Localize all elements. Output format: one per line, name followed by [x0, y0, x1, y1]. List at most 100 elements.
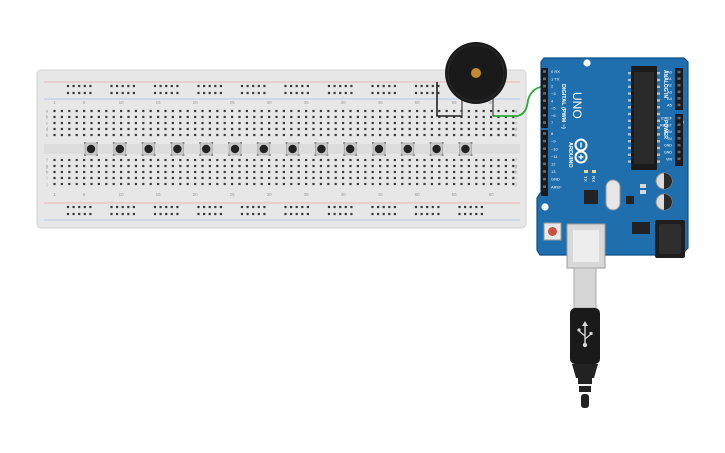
pushbutton[interactable] [429, 142, 444, 156]
signal-wire[interactable] [493, 85, 549, 117]
breadboard-hole [134, 170, 137, 174]
pushbutton[interactable] [199, 142, 214, 156]
digital-pin[interactable] [543, 84, 546, 88]
breadboard-hole [53, 109, 56, 113]
breadboard-hole [90, 121, 93, 125]
breadboard-hole [253, 115, 256, 119]
pushbutton[interactable] [228, 142, 242, 156]
breadboard-hole [497, 176, 500, 180]
row-letter-right: i [516, 176, 517, 181]
rail-hole [246, 212, 249, 216]
rail-hole [246, 205, 249, 209]
pushbutton-cap [202, 144, 211, 154]
rail-hole [170, 84, 173, 88]
digital-pin[interactable] [543, 139, 546, 143]
ground-wire[interactable] [436, 82, 462, 117]
row-letter-left: j [46, 182, 48, 187]
usb-cable[interactable] [570, 267, 600, 408]
pushbutton-leg [256, 154, 259, 156]
digital-pin[interactable] [543, 177, 546, 181]
breadboard-hole [356, 182, 359, 186]
pushbutton-leg [458, 142, 461, 144]
breadboard-hole [208, 182, 211, 186]
breadboard-hole [416, 115, 419, 119]
analog-pin[interactable] [677, 83, 681, 87]
digital-pin[interactable] [543, 99, 546, 102]
pushbutton[interactable] [372, 142, 386, 156]
breadboard-hole [275, 176, 278, 180]
pushbutton[interactable] [458, 142, 473, 156]
breadboard-hole [60, 121, 63, 125]
pushbutton-leg [124, 154, 127, 156]
digital-pin[interactable] [543, 132, 546, 135]
breadboard-hole [393, 164, 396, 168]
digital-pin[interactable] [543, 114, 546, 117]
breadboard-hole [142, 115, 145, 119]
digital-pin[interactable] [543, 77, 546, 81]
pushbutton[interactable] [285, 142, 300, 156]
breadboard-hole [97, 182, 100, 186]
breadboard-hole [371, 182, 374, 186]
breadboard-hole [512, 133, 515, 137]
breadboard-hole [157, 109, 160, 113]
pushbutton[interactable] [112, 142, 127, 156]
pushbutton[interactable] [400, 142, 415, 156]
pushbutton[interactable] [343, 142, 358, 156]
pushbutton[interactable] [141, 142, 156, 156]
digital-pin[interactable] [543, 70, 546, 73]
breadboard-hole [127, 115, 130, 119]
pushbutton-leg [372, 142, 374, 144]
power-pin[interactable] [677, 143, 681, 147]
breadboard-hole [305, 170, 308, 174]
analog-pin[interactable] [677, 103, 681, 107]
digital-pin[interactable] [543, 106, 546, 110]
digital-pin[interactable] [543, 170, 546, 173]
digital-pin[interactable] [543, 155, 546, 158]
pushbutton-leg [211, 142, 214, 144]
power-pin[interactable] [677, 130, 681, 133]
pushbutton[interactable] [84, 142, 98, 156]
analog-pin-label: A0 [667, 70, 673, 75]
digital-pin[interactable] [543, 92, 546, 95]
rail-hole [89, 205, 92, 209]
power-pin[interactable] [677, 157, 681, 161]
digital-pin[interactable] [543, 147, 546, 150]
usb-cable-wire [581, 394, 589, 408]
breadboard-hole [194, 158, 197, 162]
rail-hole [165, 84, 168, 88]
digital-pin[interactable] [543, 162, 546, 166]
analog-pin[interactable] [677, 77, 681, 80]
breadboard-hole [290, 121, 293, 125]
rail-hole [159, 84, 162, 88]
pushbutton[interactable] [170, 142, 185, 156]
rail-hole [203, 205, 206, 209]
breadboard-hole [282, 176, 285, 180]
chip-pin [657, 160, 660, 163]
power-pin[interactable] [677, 116, 681, 120]
breadboard-hole [364, 176, 367, 180]
breadboard-hole [319, 121, 322, 125]
power-pin[interactable] [677, 123, 681, 127]
digital-pin[interactable] [543, 121, 546, 124]
pushbutton[interactable] [256, 142, 271, 156]
chip-pin [628, 112, 631, 116]
analog-pin[interactable] [677, 90, 681, 94]
analog-pin[interactable] [677, 97, 681, 100]
rail-hole [420, 91, 423, 95]
analog-pin[interactable] [677, 70, 681, 74]
breadboard-hole [334, 170, 337, 174]
rail-hole [327, 212, 331, 216]
breadboard-hole [134, 115, 137, 119]
power-pin[interactable] [677, 137, 681, 140]
chip-pin [657, 106, 660, 109]
piezo-buzzer[interactable] [445, 42, 507, 116]
rail-hole [431, 212, 434, 216]
breadboard-hole [105, 164, 108, 168]
breadboard-hole [349, 182, 352, 186]
power-pin[interactable] [677, 150, 681, 154]
digital-pin[interactable] [543, 185, 546, 188]
analog-pin-label: A2 [667, 83, 673, 88]
pushbutton[interactable] [314, 142, 329, 156]
